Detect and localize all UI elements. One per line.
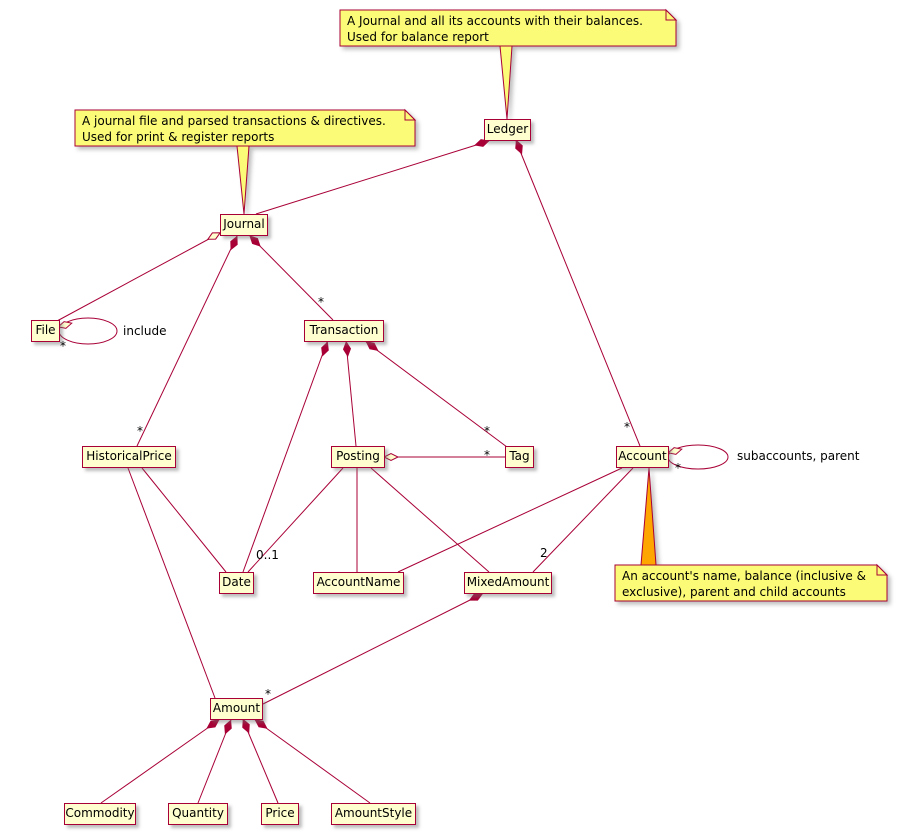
edge-journal-file: [56, 232, 221, 322]
class-commodity: Commodity: [64, 803, 136, 825]
class-journal: Journal: [220, 214, 268, 236]
note-journal-pointer: [236, 145, 250, 215]
multiplicity-account-self: *: [675, 461, 681, 475]
edge-journal-transaction: [249, 235, 334, 321]
edge-amount-commodity: [100, 719, 220, 804]
class-historicalprice-label: HistoricalPrice: [86, 449, 172, 463]
multiplicity-journal-transaction: *: [318, 295, 324, 309]
note-ledger-fold: [665, 8, 678, 21]
class-mixedamount: MixedAmount: [464, 572, 552, 594]
composition-diamond-amount-quantity: [224, 719, 232, 735]
edge-amount-price: [242, 719, 279, 804]
edge-ledger-journal: [255, 140, 490, 215]
class-amountstyle-label: AmountStyle: [334, 806, 413, 820]
edge-account-accountname: [397, 467, 623, 573]
class-account-label: Account: [618, 449, 667, 463]
note-ledger-line2: Used for balance report: [347, 30, 489, 44]
edge-ledger-account: [515, 140, 641, 447]
multiplicity-ledger-account: *: [624, 420, 630, 434]
multiplicity-journal-historicalprice: *: [137, 424, 143, 438]
class-quantity: Quantity: [168, 803, 228, 825]
multiplicity-posting-date: 0..1: [256, 548, 279, 562]
class-file: File: [31, 320, 60, 342]
edge-mixedamount-amount: [262, 593, 483, 705]
aggregation-diamond-posting-tag: [382, 452, 400, 462]
note-ledger-body: [339, 9, 677, 47]
class-tag: Tag: [505, 446, 534, 468]
edge-historicalprice-amount: [127, 467, 216, 699]
class-date-label: Date: [222, 575, 251, 589]
class-journal-label: Journal: [223, 217, 265, 231]
note-journal-body: [74, 109, 416, 147]
note-account-line2: exclusive), parent and child accounts: [622, 585, 846, 599]
note-ledger-text: A Journal and all its accounts with thei…: [347, 13, 643, 45]
multiplicity-posting-tag: *: [484, 448, 490, 462]
multiplicity-account-mixedamount: 2: [540, 546, 548, 560]
class-amountstyle: AmountStyle: [331, 803, 416, 825]
class-account: Account: [616, 446, 669, 468]
note-account-fold: [876, 563, 889, 576]
edge-posting-mixedamount: [370, 467, 490, 573]
note-journal-text: A journal file and parsed transactions &…: [82, 113, 386, 145]
note-account-shape: [614, 467, 889, 602]
note-ledger-shape: [339, 8, 678, 120]
composition-diamond-ledger-account: [515, 139, 523, 155]
composition-diamond-journal-historicalprice: [230, 235, 238, 251]
class-historicalprice: HistoricalPrice: [82, 446, 176, 468]
edges: [56, 140, 729, 804]
composition-diamond-transaction-date: [321, 341, 329, 357]
class-posting: Posting: [331, 446, 385, 468]
edge-journal-historicalprice: [136, 235, 238, 447]
class-mixedamount-label: MixedAmount: [466, 575, 550, 589]
edge-posting-date: [247, 467, 344, 573]
note-account-pointer: [640, 467, 657, 566]
class-accountname-label: AccountName: [316, 575, 401, 589]
class-transaction: Transaction: [304, 320, 384, 342]
edge-historicalprice-date: [141, 467, 227, 573]
composition-diamond-amount-price: [242, 718, 250, 734]
class-amount: Amount: [210, 698, 263, 720]
note-account-body: [614, 564, 888, 602]
class-ledger: Ledger: [484, 119, 531, 141]
class-commodity-label: Commodity: [65, 806, 135, 820]
class-quantity-label: Quantity: [172, 806, 224, 820]
class-accountname: AccountName: [313, 572, 404, 594]
class-tag-label: Tag: [509, 449, 530, 463]
note-journal-line2: Used for print & register reports: [82, 130, 275, 144]
edge-account-mixedamount: [532, 467, 634, 573]
note-journal-fold: [404, 108, 417, 121]
multiplicity-transaction-tag: *: [484, 424, 490, 438]
edge-transaction-date: [242, 341, 328, 573]
note-journal-shape: [74, 108, 417, 215]
class-transaction-label: Transaction: [309, 323, 379, 337]
note-account-text: An account's name, balance (inclusive & …: [622, 568, 866, 600]
class-posting-label: Posting: [336, 449, 380, 463]
edge-amount-amountstyle: [254, 719, 371, 804]
label-subaccounts-parent: subaccounts, parent: [737, 449, 860, 463]
class-amount-label: Amount: [212, 701, 261, 715]
composition-diamond-journal-transaction: [249, 235, 261, 247]
note-ledger-line1: A Journal and all its accounts with thei…: [347, 14, 643, 28]
multiplicity-mixedamount-amount: *: [265, 687, 271, 701]
class-date: Date: [219, 572, 254, 594]
label-include: include: [123, 324, 167, 338]
note-journal-line1: A journal file and parsed transactions &…: [82, 114, 386, 128]
class-ledger-label: Ledger: [486, 122, 529, 136]
edge-diamonds: [57, 139, 683, 735]
class-price: Price: [261, 803, 299, 825]
multiplicity-file-include: *: [60, 339, 66, 353]
note-ledger-pointer: [499, 45, 513, 120]
note-account-line1: An account's name, balance (inclusive &: [622, 569, 866, 583]
class-price-label: Price: [265, 806, 295, 820]
class-file-label: File: [35, 323, 56, 337]
edge-transaction-posting: [345, 341, 357, 447]
edge-transaction-tag: [365, 341, 508, 448]
composition-diamond-transaction-posting: [342, 340, 352, 358]
